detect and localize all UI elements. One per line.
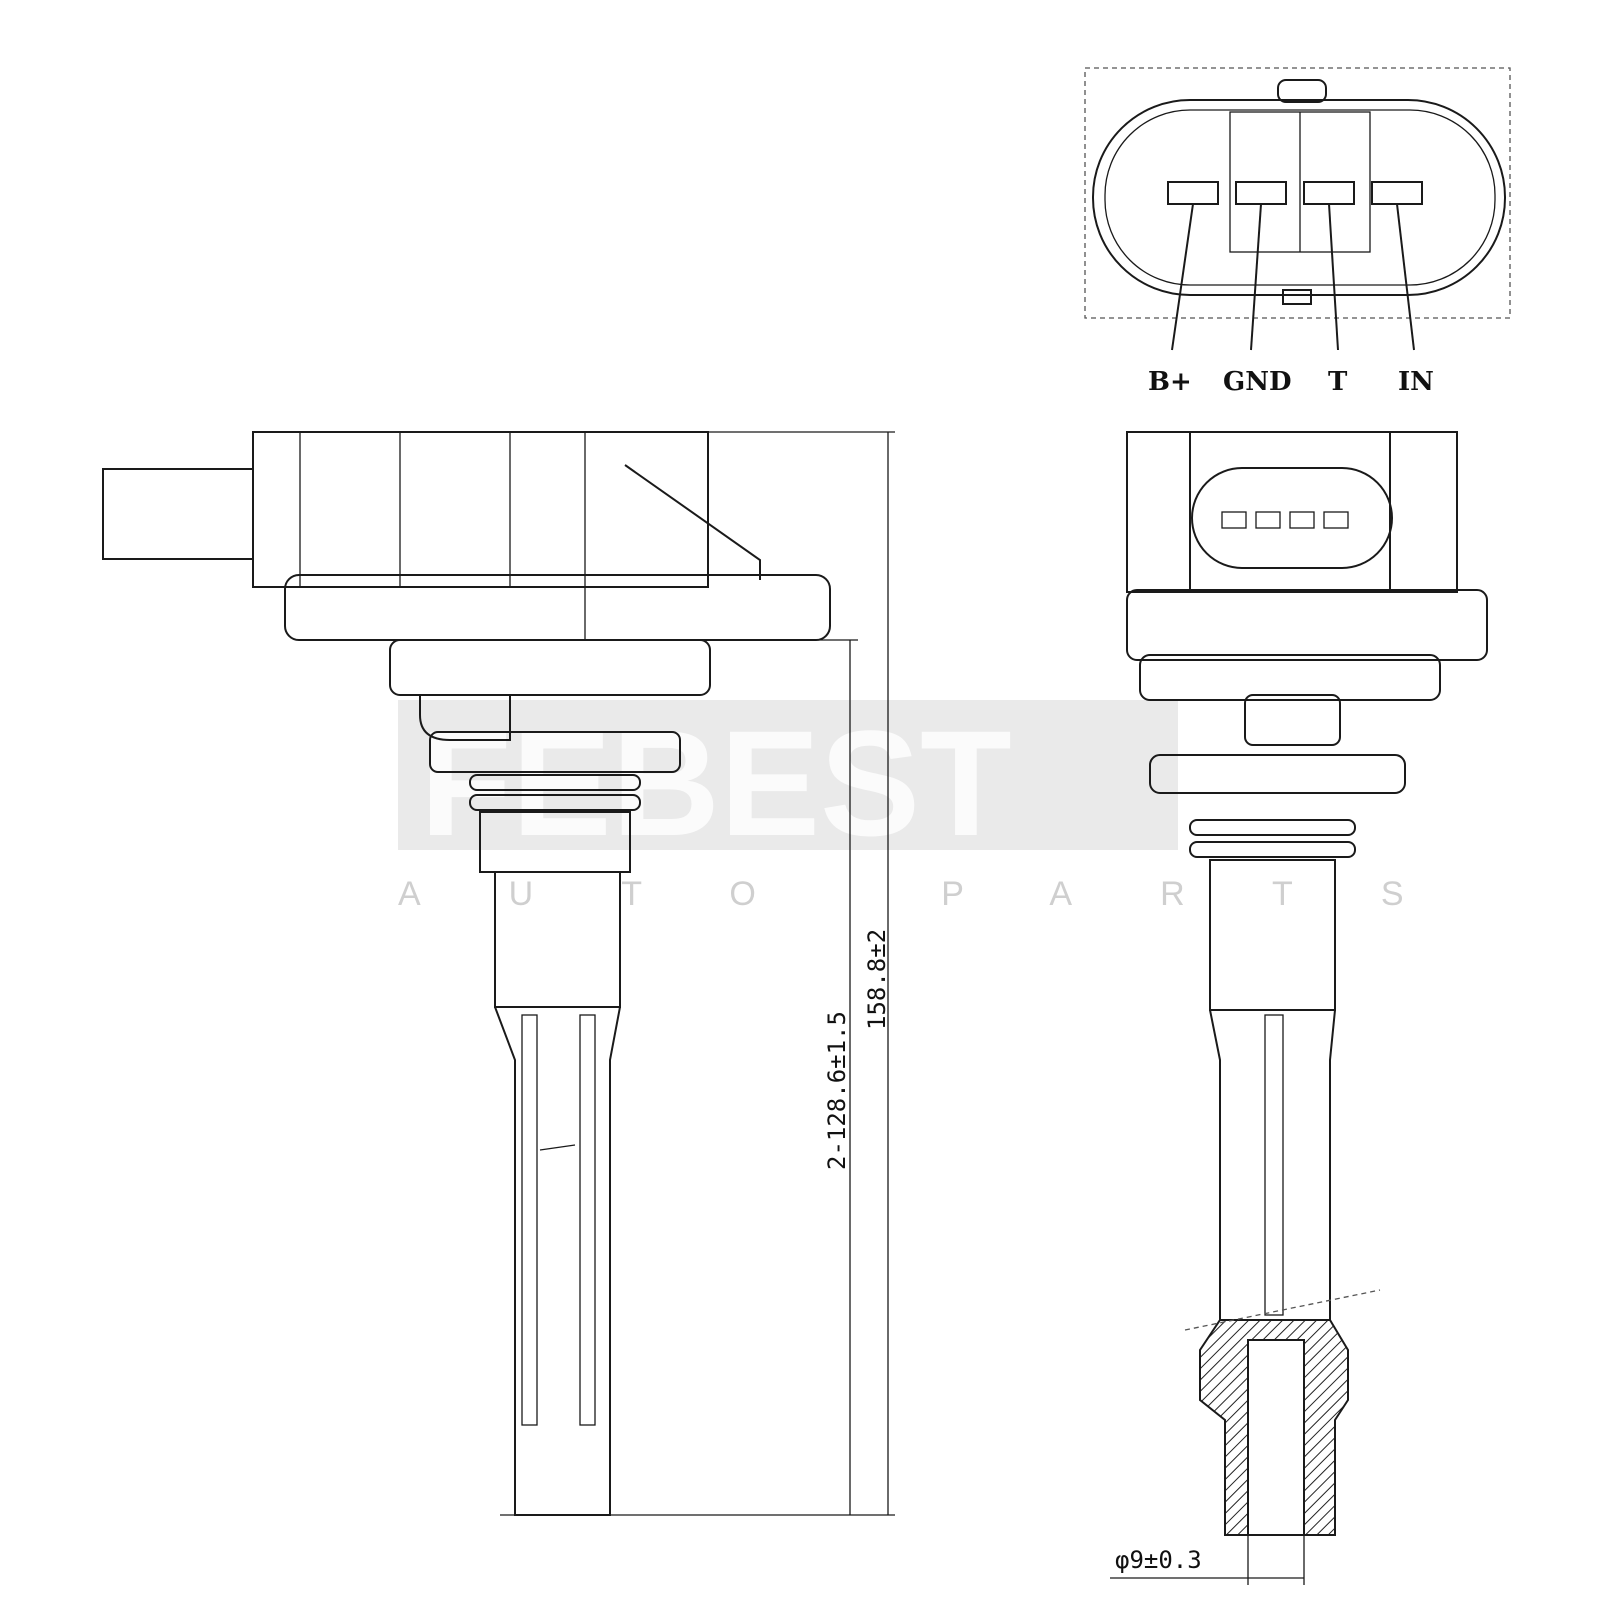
watermark-sub: AUTO PARTS: [398, 875, 1492, 913]
connector-face-view: B+ GND T IN: [1084, 67, 1511, 397]
pin-label-b-plus: B+: [1148, 367, 1192, 397]
dimension-short-length: 2-128.6±1.5: [823, 1011, 851, 1170]
pin-label-t: T: [1328, 367, 1348, 397]
coil-front-view: φ9±0.3: [1110, 431, 1488, 1585]
dimension-overall-length: 158.8±2: [863, 929, 891, 1030]
dimension-tip-diameter: φ9±0.3: [1115, 1546, 1202, 1574]
dimension-lines: 2-128.6±1.5 158.8±2: [500, 431, 895, 1516]
pin-row: [1167, 181, 1423, 205]
coil-side-view: [102, 431, 831, 1516]
pin-label-in: IN: [1398, 367, 1434, 397]
watermark-brand: FEBEST: [420, 699, 1012, 867]
pin-label-gnd: GND: [1223, 367, 1292, 397]
watermark: FEBEST AUTO PARTS: [398, 699, 1492, 913]
